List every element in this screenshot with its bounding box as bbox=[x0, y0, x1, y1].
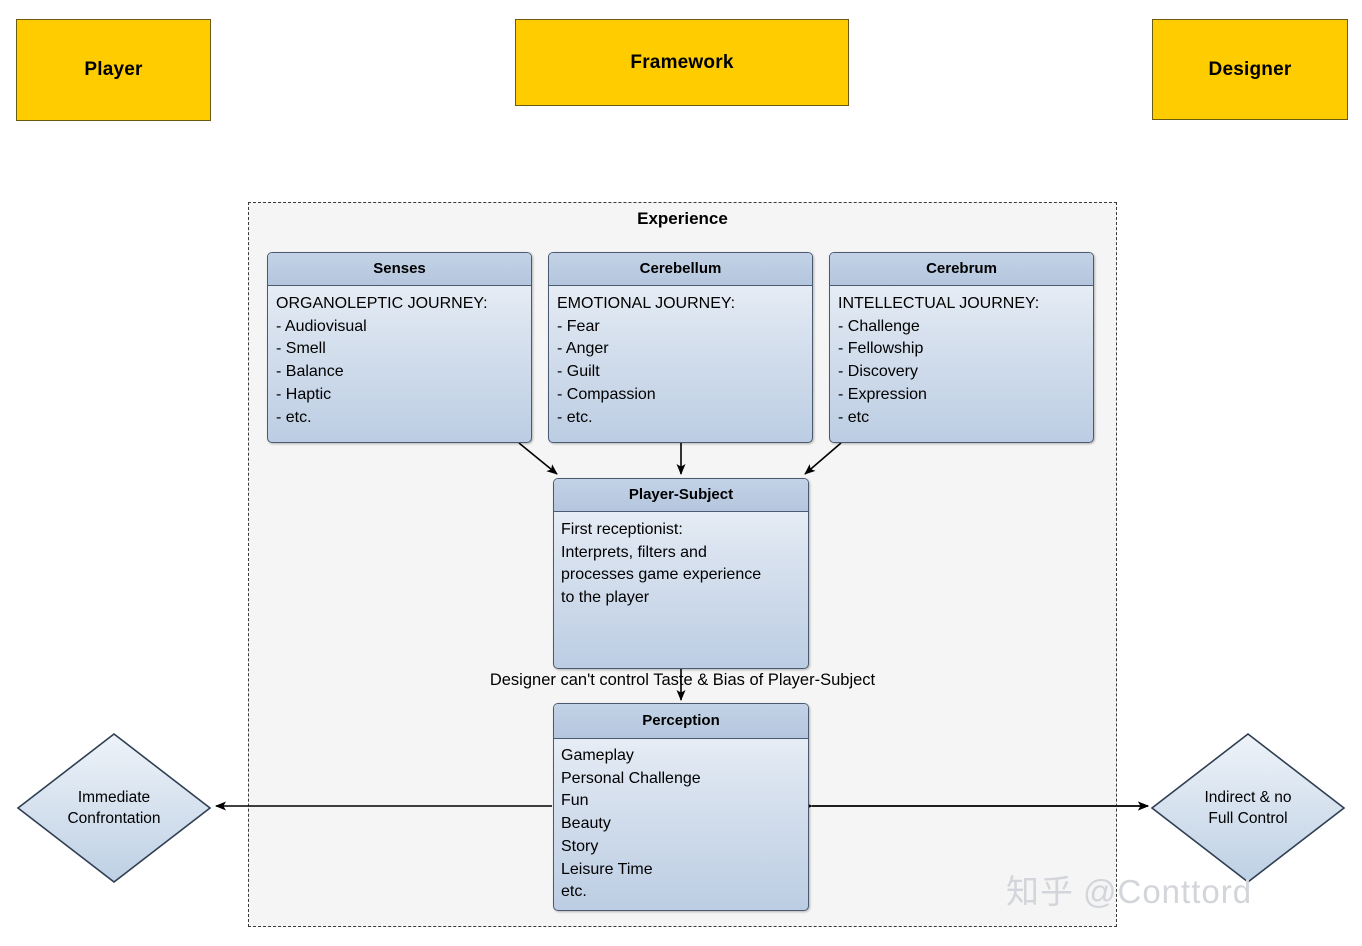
text-line: processes game experience bbox=[561, 566, 762, 584]
legend-box-framework[interactable]: Framework bbox=[515, 19, 849, 106]
text-line: etc. bbox=[561, 883, 587, 901]
diamond-indirect-no-full-control[interactable]: Indirect & no Full Control bbox=[1150, 732, 1346, 884]
diamond-shape-icon bbox=[1150, 732, 1346, 884]
text-line: - etc bbox=[838, 408, 870, 426]
text-line: Leisure Time bbox=[561, 860, 653, 878]
node-senses-body: ORGANOLEPTIC JOURNEY: - Audiovisual - Smel… bbox=[268, 286, 531, 429]
text-line: - Haptic bbox=[276, 385, 332, 403]
node-perception-title: Perception bbox=[554, 704, 808, 739]
watermark-handle: @Conttord bbox=[1083, 873, 1253, 910]
text-line: - Smell bbox=[276, 340, 326, 358]
text-line: - Expression bbox=[838, 385, 927, 403]
node-cerebellum[interactable]: Cerebellum EMOTIONAL JOURNEY: - Fear - Ang… bbox=[548, 252, 813, 443]
node-cerebrum-title: Cerebrum bbox=[830, 253, 1093, 286]
diamond-immediate-confrontation[interactable]: Immediate Confrontation bbox=[16, 732, 212, 884]
text-line: - etc. bbox=[557, 408, 593, 426]
text-line: - Balance bbox=[276, 363, 344, 381]
text-line: - Challenge bbox=[838, 317, 920, 335]
experience-title: Experience bbox=[637, 209, 728, 228]
legend-box-designer[interactable]: Designer bbox=[1152, 19, 1348, 120]
diamond-indirect-no-full-control-label: Indirect & no Full Control bbox=[1150, 732, 1346, 884]
designer-control-note: Designer can't control Taste & Bias of P… bbox=[489, 671, 876, 689]
node-player-subject[interactable]: Player-Subject First receptionist: Interp… bbox=[553, 478, 809, 669]
text-line: Beauty bbox=[561, 815, 611, 833]
text-line: - Compassion bbox=[557, 385, 656, 403]
diamond-left-line1: Immediate bbox=[77, 789, 151, 806]
text-line: - Audiovisual bbox=[276, 317, 367, 335]
text-line: INTELLECTUAL JOURNEY: bbox=[838, 295, 1040, 312]
node-senses[interactable]: Senses ORGANOLEPTIC JOURNEY: - Audiovisua… bbox=[267, 252, 532, 443]
node-cerebrum[interactable]: Cerebrum INTELLECTUAL JOURNEY: - Challeng… bbox=[829, 252, 1094, 443]
legend-label-framework: Framework bbox=[630, 51, 734, 73]
watermark-brand: 知乎 bbox=[1006, 873, 1074, 910]
legend-label-designer: Designer bbox=[1208, 58, 1292, 80]
diamond-right-line2: Full Control bbox=[1208, 810, 1288, 827]
watermark: 知乎@Conttord bbox=[1006, 865, 1252, 913]
legend-box-player[interactable]: Player bbox=[16, 19, 211, 121]
node-senses-title: Senses bbox=[268, 253, 531, 286]
diamond-shape-icon bbox=[16, 732, 212, 884]
text-line: Fun bbox=[561, 792, 589, 810]
legend-label-player: Player bbox=[84, 59, 143, 80]
diamond-left-line2: Confrontation bbox=[67, 810, 161, 827]
text-line: First receptionist: bbox=[561, 521, 683, 538]
diamond-immediate-confrontation-label: Immediate Confrontation bbox=[16, 732, 212, 884]
text-line: - Discovery bbox=[838, 363, 919, 381]
text-line: Interprets, filters and bbox=[561, 543, 707, 561]
node-cerebrum-body: INTELLECTUAL JOURNEY: - Challenge - Fellow… bbox=[830, 286, 1093, 429]
node-player-subject-title: Player-Subject bbox=[554, 479, 808, 512]
node-player-subject-body: First receptionist: Interprets, filters a… bbox=[554, 512, 808, 610]
text-line: Story bbox=[561, 837, 599, 855]
text-line: - Anger bbox=[557, 340, 609, 358]
text-line: EMOTIONAL JOURNEY: bbox=[557, 295, 736, 312]
node-cerebellum-body: EMOTIONAL JOURNEY: - Fear - Anger - Guilt - … bbox=[549, 286, 812, 429]
text-line: - Fellowship bbox=[838, 340, 924, 358]
text-line: - Guilt bbox=[557, 363, 600, 381]
text-line: to the player bbox=[561, 589, 650, 607]
node-cerebellum-title: Cerebellum bbox=[549, 253, 812, 286]
diamond-right-line1: Indirect & no bbox=[1204, 789, 1292, 806]
text-line: - etc. bbox=[276, 408, 312, 426]
text-line: Gameplay bbox=[561, 747, 634, 764]
text-line: - Fear bbox=[557, 317, 600, 335]
text-line: Personal Challenge bbox=[561, 769, 701, 787]
text-line: ORGANOLEPTIC JOURNEY: bbox=[276, 295, 488, 312]
